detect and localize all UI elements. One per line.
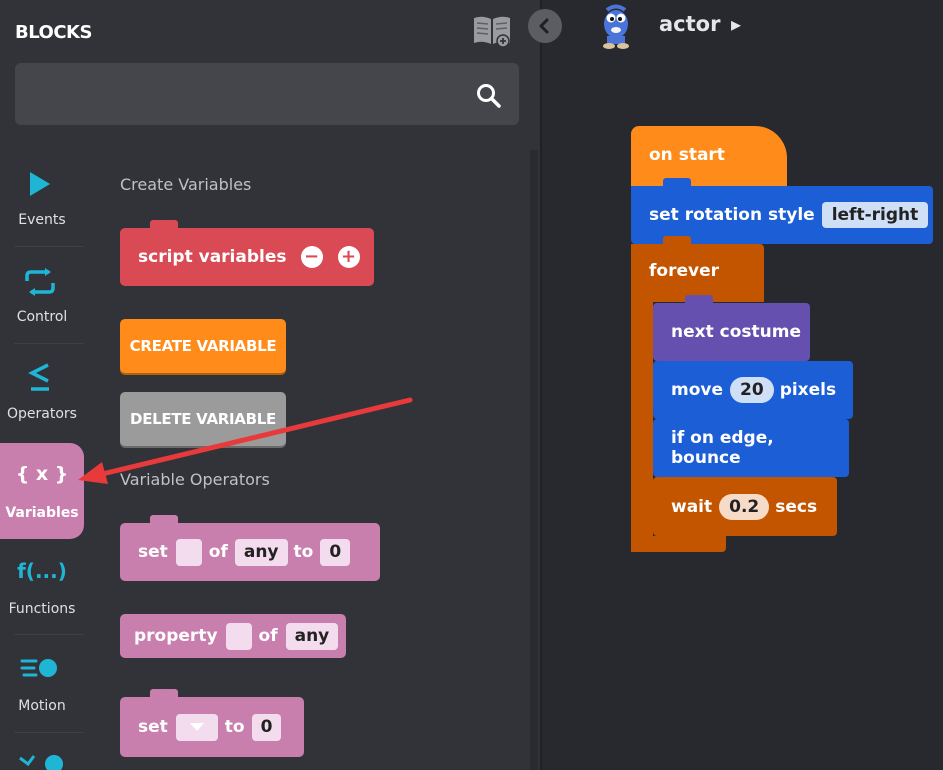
play-icon xyxy=(30,172,50,196)
if-on-edge-label: if on edge, bounce xyxy=(671,428,774,468)
next-costume-block[interactable]: next costume xyxy=(653,303,810,361)
set-rotation-style-block[interactable]: set rotation style left-right xyxy=(631,186,933,244)
secs-label: secs xyxy=(775,496,818,517)
script-stack: on start set rotation style left-right f… xyxy=(631,116,933,556)
set-variable-block[interactable]: set to 0 xyxy=(120,689,304,757)
property-any-slot[interactable]: any xyxy=(285,622,339,650)
category-motion[interactable]: Motion xyxy=(0,636,84,732)
collapse-panel-button[interactable] xyxy=(528,9,562,43)
category-divider xyxy=(14,343,84,344)
set-label: set xyxy=(138,542,168,562)
category-events[interactable]: Events xyxy=(0,150,84,246)
loop-icon xyxy=(25,268,55,296)
of-label: of xyxy=(258,626,278,646)
category-label-operators: Operators xyxy=(7,406,77,422)
forever-block[interactable]: forever xyxy=(631,244,764,302)
move-label: move xyxy=(671,380,724,400)
forever-arm xyxy=(631,302,653,552)
target-slot[interactable] xyxy=(175,538,202,566)
set-label: set xyxy=(138,717,168,737)
actor-expand-arrow-icon[interactable]: ▸ xyxy=(731,12,742,36)
to-label: to xyxy=(224,717,245,737)
category-divider xyxy=(14,634,84,635)
wait-seconds-input[interactable]: 0.2 xyxy=(719,493,770,520)
chevron-left-icon xyxy=(539,18,549,34)
blocks-title: BLOCKS xyxy=(15,22,92,43)
panel-divider xyxy=(540,0,542,770)
block-search-input[interactable] xyxy=(15,63,519,125)
value-slot[interactable]: 0 xyxy=(251,713,282,741)
on-start-block[interactable]: on start xyxy=(631,126,787,186)
if-on-edge-bounce-block[interactable]: if on edge, bounce xyxy=(653,419,849,477)
set-variable-property-block[interactable]: set of any to 0 xyxy=(120,515,380,581)
property-target-slot[interactable] xyxy=(225,622,252,650)
wait-label: wait xyxy=(671,496,713,517)
script-variables-label: script variables xyxy=(138,247,287,267)
set-rotation-style-label: set rotation style xyxy=(649,205,815,225)
move-steps-input[interactable]: 20 xyxy=(730,377,774,403)
library-add-icon[interactable] xyxy=(472,14,512,48)
category-label-variables: Variables xyxy=(5,505,79,521)
category-operators[interactable]: Operators xyxy=(0,344,84,440)
create-variables-heading: Create Variables xyxy=(120,175,252,194)
to-label: to xyxy=(293,542,314,562)
category-divider xyxy=(14,246,84,247)
forever-label: forever xyxy=(649,261,719,281)
category-label-control: Control xyxy=(16,309,68,325)
forever-foot xyxy=(631,536,726,552)
next-costume-label: next costume xyxy=(671,322,801,342)
on-start-label: on start xyxy=(649,145,725,165)
palette-scrollbar[interactable] xyxy=(530,150,538,770)
annotation-arrow xyxy=(78,397,413,484)
add-variable-button[interactable]: + xyxy=(337,246,360,268)
script-variables-block[interactable]: script variables − + xyxy=(120,220,374,286)
property-block[interactable]: property of any xyxy=(120,614,346,658)
category-label-events: Events xyxy=(18,212,66,228)
variable-operators-heading: Variable Operators xyxy=(120,470,270,489)
less-equal-icon xyxy=(28,363,49,391)
search-icon[interactable] xyxy=(475,82,503,110)
actor-avatar[interactable] xyxy=(598,4,634,50)
motion-icon xyxy=(20,659,57,677)
rotation-style-dropdown[interactable]: left-right xyxy=(821,202,929,228)
property-label: property xyxy=(134,626,218,646)
variable-dropdown[interactable] xyxy=(175,713,218,741)
function-icon: f(...) xyxy=(17,559,67,583)
move-block[interactable]: move 20 pixels xyxy=(653,361,853,419)
any-slot[interactable]: any xyxy=(234,538,288,566)
category-functions[interactable]: f(...) Functions xyxy=(0,539,84,635)
pixels-label: pixels xyxy=(779,380,837,400)
remove-variable-button[interactable]: − xyxy=(300,246,323,268)
create-variable-button[interactable]: CREATE VARIABLE xyxy=(120,319,286,373)
category-label-functions: Functions xyxy=(8,601,76,617)
category-label-motion: Motion xyxy=(18,698,66,714)
dropdown-arrow-icon xyxy=(189,722,204,731)
of-label: of xyxy=(208,542,228,562)
category-divider xyxy=(14,732,84,733)
category-control[interactable]: Control xyxy=(0,247,84,343)
variable-braces-icon: { x } xyxy=(15,463,69,485)
wait-block[interactable]: wait 0.2 secs xyxy=(653,477,837,536)
category-variables[interactable]: { x } Variables xyxy=(0,443,84,539)
value-slot[interactable]: 0 xyxy=(320,538,351,566)
sensing-icon[interactable] xyxy=(18,750,66,770)
actor-name[interactable]: actor xyxy=(659,12,721,36)
